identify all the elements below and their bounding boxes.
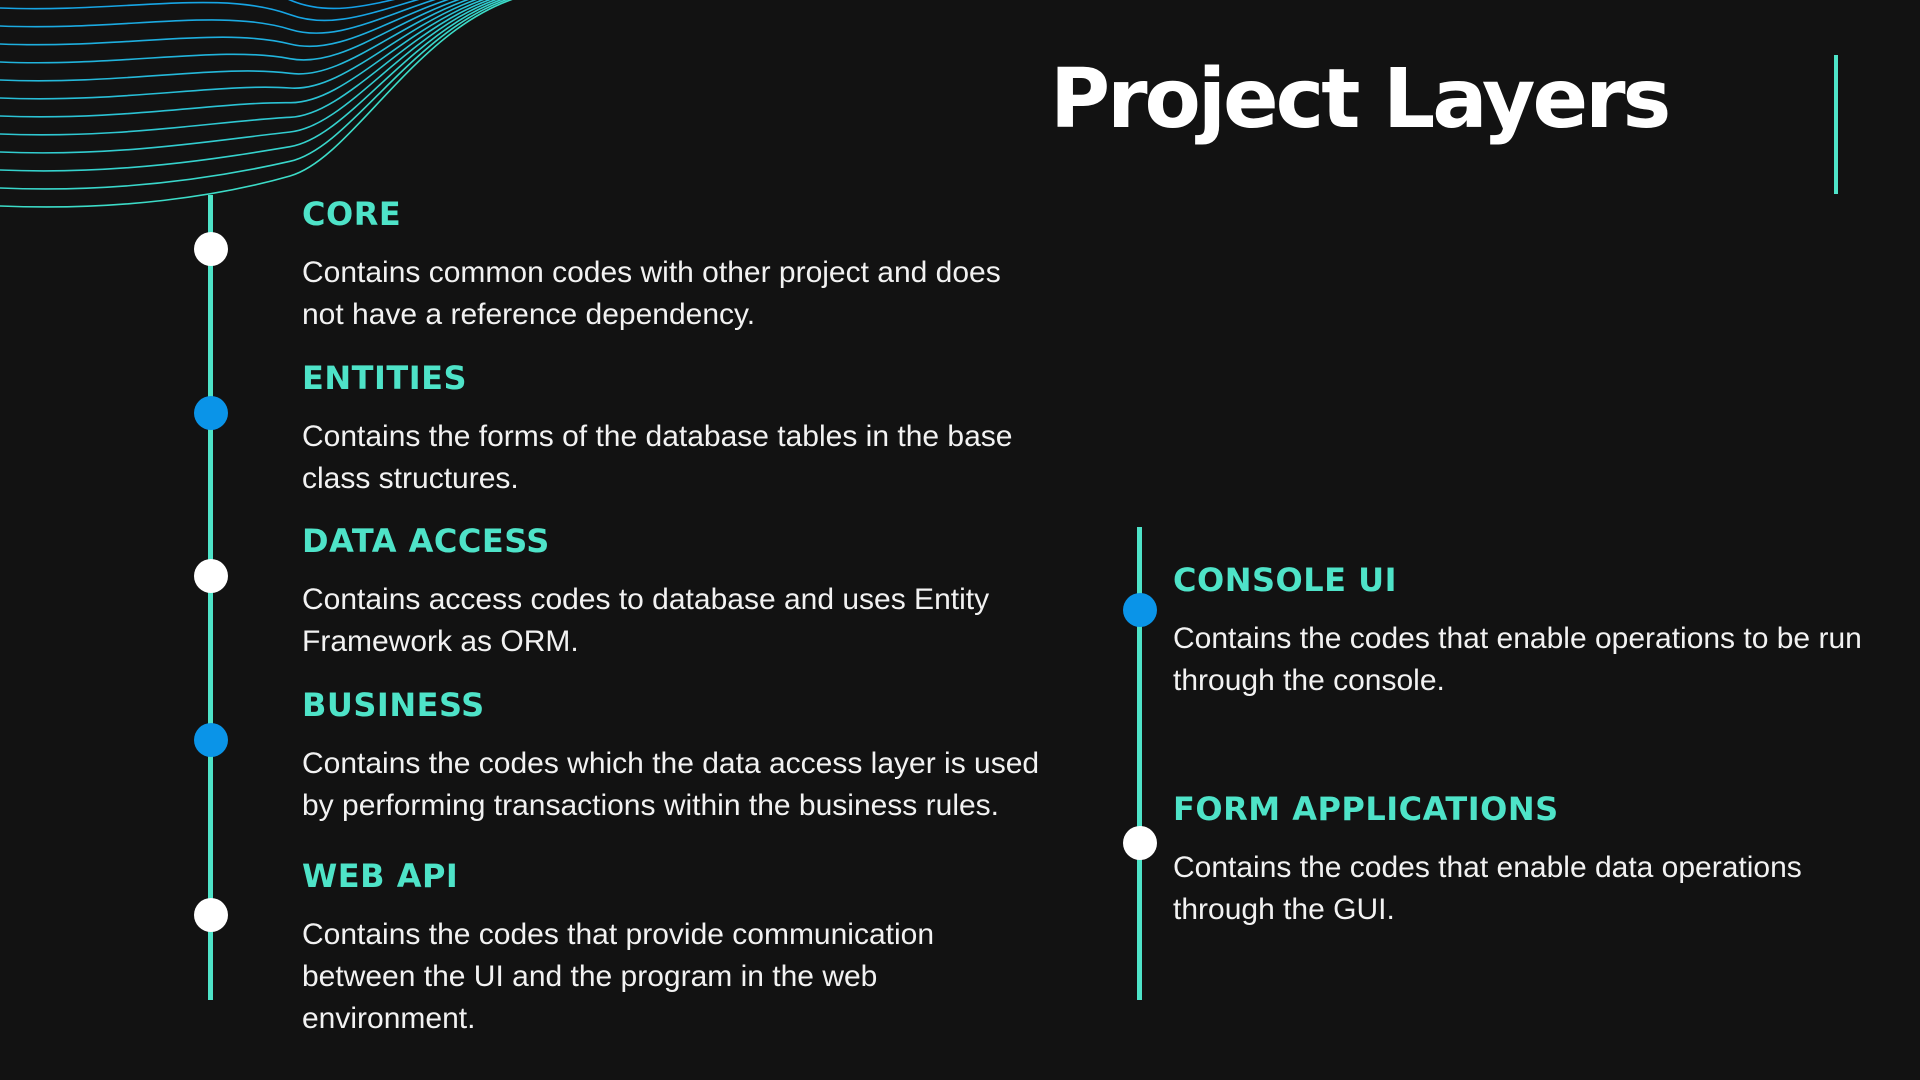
layer-description: Contains the codes that enable operation… bbox=[1173, 622, 1862, 697]
wave-line bbox=[0, 0, 492, 136]
wave-line bbox=[0, 0, 469, 82]
layer-heading: CONSOLE UI bbox=[1173, 561, 1397, 599]
left-timeline-line bbox=[208, 195, 213, 1000]
layer-heading: BUSINESS bbox=[302, 686, 485, 724]
layer-item-console-ui: CONSOLE UI Contains the codes that enabl… bbox=[1173, 560, 1888, 702]
layer-description: Contains the codes that provide communic… bbox=[302, 918, 935, 1035]
right-timeline-line bbox=[1137, 527, 1142, 1000]
timeline-dot-form-applications bbox=[1123, 826, 1157, 860]
wave-line bbox=[0, 0, 437, 34]
layer-heading: FORM APPLICATIONS bbox=[1173, 790, 1559, 828]
wave-line bbox=[0, 0, 503, 172]
layer-item-entities: ENTITIES Contains the forms of the datab… bbox=[302, 358, 1042, 500]
layer-description: Contains access codes to database and us… bbox=[302, 583, 990, 658]
timeline-dot-entities bbox=[194, 396, 228, 430]
page-title: Project Layers bbox=[1050, 52, 1671, 147]
layer-item-business: BUSINESS Contains the codes which the da… bbox=[302, 685, 1057, 827]
layer-item-form-applications: FORM APPLICATIONS Contains the codes tha… bbox=[1173, 789, 1888, 931]
timeline-dot-console-ui bbox=[1123, 593, 1157, 627]
wave-line bbox=[0, 0, 478, 100]
layer-description: Contains common codes with other project… bbox=[302, 256, 1001, 331]
layer-heading: ENTITIES bbox=[302, 359, 468, 397]
title-accent-bar bbox=[1834, 55, 1838, 194]
layer-heading: DATA ACCESS bbox=[302, 522, 550, 560]
layer-heading: WEB API bbox=[302, 857, 459, 895]
layer-heading: CORE bbox=[302, 195, 402, 233]
wave-line bbox=[0, 0, 420, 22]
decorative-wave-lines bbox=[0, 0, 514, 208]
timeline-dot-business bbox=[194, 723, 228, 757]
wave-line bbox=[0, 0, 461, 64]
layer-description: Contains the codes which the data access… bbox=[302, 747, 1040, 822]
layer-description: Contains the codes that enable data oper… bbox=[1173, 851, 1802, 926]
layer-item-data-access: DATA ACCESS Contains access codes to dat… bbox=[302, 521, 1042, 663]
wave-line bbox=[0, 0, 514, 208]
timeline-dot-core bbox=[194, 232, 228, 266]
layer-item-web-api: WEB API Contains the codes that provide … bbox=[302, 856, 982, 1040]
wave-line bbox=[0, 0, 485, 118]
wave-line bbox=[0, 0, 498, 154]
timeline-dot-data-access bbox=[194, 559, 228, 593]
layer-item-core: CORE Contains common codes with other pr… bbox=[302, 194, 1042, 336]
timeline-dot-web-api bbox=[194, 898, 228, 932]
layer-description: Contains the forms of the database table… bbox=[302, 420, 1013, 495]
wave-line bbox=[0, 0, 450, 48]
wave-line bbox=[0, 0, 508, 190]
